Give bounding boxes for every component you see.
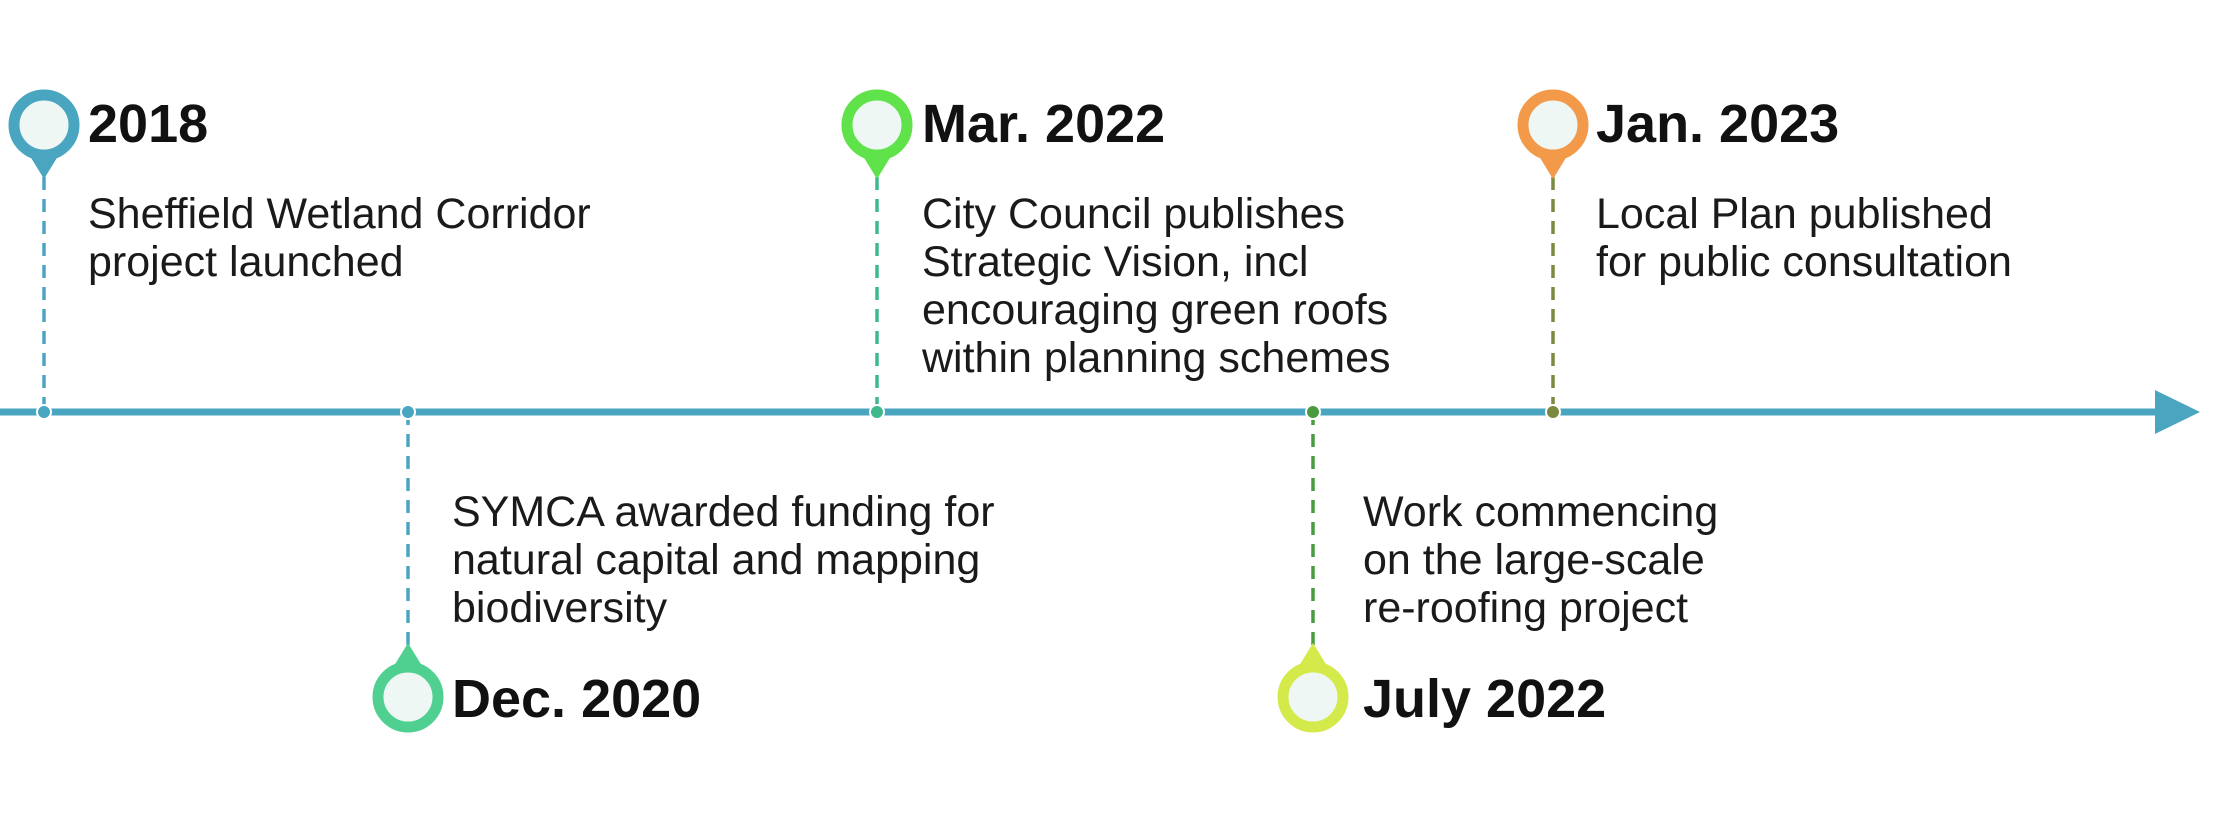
connector-layer	[42, 177, 1555, 645]
pin-layer	[8, 89, 1589, 733]
pin-ring	[841, 89, 913, 161]
event-title-july-2022: July 2022	[1363, 669, 1607, 729]
event-description-line: Sheffield Wetland Corridor	[88, 190, 591, 238]
event-title-mar-2022: Mar. 2022	[922, 94, 1166, 154]
event-description-line: project launched	[88, 238, 404, 286]
event-title-jan-2023: Jan. 2023	[1596, 94, 1840, 154]
event-description-dec-2020: SYMCA awarded funding for natural capita…	[452, 488, 995, 632]
axis-dot-e2023	[1545, 404, 1561, 420]
event-description-line: Strategic Vision, incl	[922, 238, 1309, 286]
pin-ring	[1517, 89, 1589, 161]
event-description-line: within planning schemes	[922, 334, 1391, 382]
event-description-line: on the large-scale	[1363, 536, 1705, 584]
event-description-line: for public consultation	[1596, 238, 2012, 286]
pin-marker-e2020	[372, 643, 444, 733]
axis-dot-e2018	[36, 404, 52, 420]
pin-ring	[8, 89, 80, 161]
event-description-jan-2023: Local Plan published for public consulta…	[1596, 190, 2012, 286]
event-description-line: encouraging green roofs	[922, 286, 1389, 334]
event-description-july-2022: Work commencing on the large-scale re-ro…	[1363, 488, 1718, 632]
axis-dot-e2022mar	[869, 404, 885, 420]
pin-ring	[1277, 661, 1349, 733]
event-description-line: natural capital and mapping	[452, 536, 981, 584]
axis-dot-e2022jul	[1305, 404, 1321, 420]
event-description-line: re-roofing project	[1363, 584, 1689, 632]
timeline-arrowhead	[2155, 390, 2200, 434]
event-description-2018: Sheffield Wetland Corridor project launc…	[88, 190, 591, 286]
axis-layer	[0, 390, 2200, 434]
axis-dot-e2020	[400, 404, 416, 420]
event-description-mar-2022: City Council publishes Strategic Vision,…	[922, 190, 1391, 382]
event-description-line: biodiversity	[452, 584, 668, 632]
event-title-2018: 2018	[88, 94, 209, 154]
event-description-line: City Council publishes	[922, 190, 1346, 238]
event-description-line: Local Plan published	[1596, 190, 1993, 238]
pin-marker-e2022jul	[1277, 643, 1349, 733]
event-description-line: SYMCA awarded funding for	[452, 488, 995, 536]
event-description-line: Work commencing	[1363, 488, 1719, 536]
axis-dot-layer	[36, 404, 1561, 420]
pin-marker-e2023	[1517, 89, 1589, 179]
pin-marker-e2018	[8, 89, 80, 179]
pin-marker-e2022mar	[841, 89, 913, 179]
pin-ring	[372, 661, 444, 733]
event-title-dec-2020: Dec. 2020	[452, 669, 702, 729]
